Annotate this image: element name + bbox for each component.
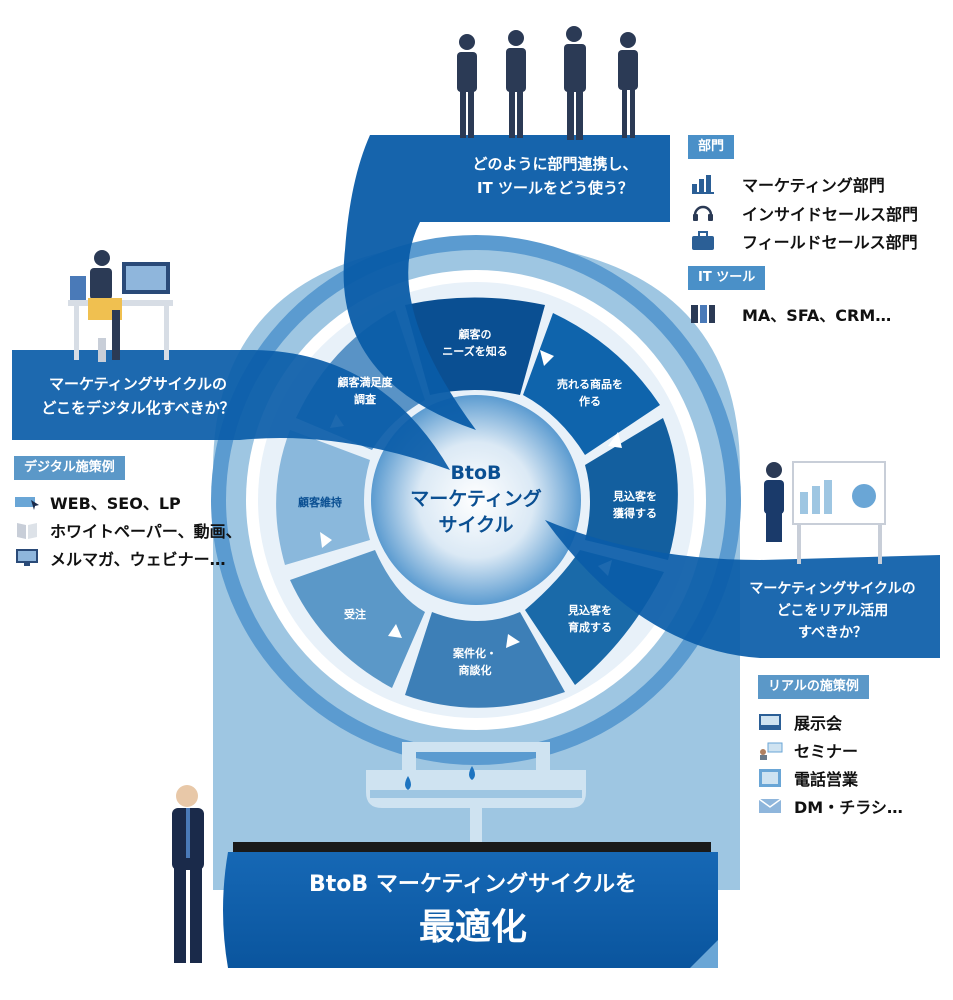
person-board-illustration [764, 461, 886, 564]
digital-item-newsletter: メルマガ、ウェビナー… [14, 546, 226, 570]
question-right: マーケティングサイクルの どこをリアル活用 すべきか？ [725, 578, 940, 644]
left-ribbon [12, 350, 450, 470]
question-right-line-1: マーケティングサイクルの [749, 581, 916, 597]
department-label-marketing: マーケティング部門 [742, 176, 885, 195]
drip-tray [366, 742, 586, 847]
real-label-dm: DM・チラシ… [794, 798, 903, 817]
segment-deal-shape [405, 612, 565, 708]
digital-item-web: WEB、SEO、LP [14, 490, 181, 514]
segment-order-shape [290, 550, 425, 688]
headset-icon [693, 205, 713, 221]
real-item-dm: DM・チラシ… [758, 794, 903, 818]
department-label-field-sales: フィールドセールス部門 [742, 233, 918, 252]
it-tools-tag: IT ツール [688, 266, 766, 290]
banner-text: BtoB マーケティングサイクルを 最適化 [228, 870, 718, 952]
bar-chart-icon [692, 175, 714, 194]
real-item-exhibition: 展示会 [758, 710, 842, 734]
arrow-2 [608, 432, 622, 448]
segment-needs-shape [405, 297, 545, 395]
arrow-4 [506, 634, 520, 648]
segment-acquire-line-2: 獲得する [613, 507, 657, 520]
real-label-exhibition: 展示会 [794, 714, 843, 733]
question-top: どのように部門連携し、 IT ツールをどう使う？ [440, 152, 670, 200]
banner-line-1: BtoB マーケティングサイクルを [309, 872, 637, 897]
segment-retain-line-1: 顧客維持 [298, 496, 342, 509]
segment-needs: 顧客の ニーズを知る [425, 326, 525, 360]
digital-item-whitepaper: ホワイトペーパー、動画、 [14, 518, 242, 542]
center-line-3: サイクル [438, 514, 514, 536]
flow-ribbons [12, 135, 940, 658]
arrow-6 [320, 532, 332, 548]
top-ribbon [343, 135, 670, 430]
digital-label-web: WEB、SEO、LP [50, 494, 181, 513]
server-rack-icon [691, 305, 715, 323]
departments-tag: 部門 [688, 135, 735, 159]
real-label-seminar: セミナー [794, 742, 859, 761]
person-desk-illustration [68, 250, 173, 362]
banner-line-2: 最適化 [418, 907, 527, 948]
question-top-line-2: IT ツールをどう使う？ [476, 179, 634, 197]
segment-survey-line-2: 調査 [354, 393, 376, 406]
segment-product-shape [523, 313, 660, 455]
monitor-icon [16, 549, 38, 566]
question-left: マーケティングサイクルの どこをデジタル化すべきか？ [18, 372, 258, 420]
person-bottom-illustration [172, 785, 204, 963]
department-item-inside-sales: インサイドセールス部門 [690, 201, 918, 225]
digital-label-whitepaper: ホワイトペーパー、動画、 [50, 522, 242, 541]
department-label-inside-sales: インサイドセールス部門 [742, 205, 919, 224]
question-right-line-3: すべきか？ [797, 625, 868, 641]
segment-acquire-line-1: 見込客を [613, 490, 657, 503]
briefcase-icon [692, 231, 714, 250]
question-left-line-2: どこをデジタル化すべきか？ [41, 399, 235, 417]
segment-retain-shape [276, 430, 370, 565]
center-line-1: BtoB [450, 462, 502, 484]
it-tools-item: MA、SFA、CRM… [690, 302, 891, 326]
seminar-icon [760, 742, 783, 760]
phone-icon [759, 769, 781, 787]
web-cursor-icon [15, 497, 39, 510]
question-right-line-2: どこをリアル活用 [776, 603, 889, 619]
book-icon [17, 523, 37, 539]
department-item-field-sales: フィールドセールス部門 [690, 229, 918, 253]
segment-needs-line-2: ニーズを知る [442, 345, 508, 358]
people-top-illustration [457, 26, 638, 140]
segment-order: 受注 [320, 606, 390, 623]
real-item-seminar: セミナー [758, 738, 858, 762]
real-item-phone: 電話営業 [758, 766, 858, 790]
digital-tag: デジタル施策例 [14, 456, 125, 480]
segment-nurture: 見込客を 育成する [545, 602, 635, 636]
segment-nurture-line-2: 育成する [568, 621, 612, 634]
segment-retain: 顧客維持 [280, 494, 360, 511]
real-label-phone: 電話営業 [794, 770, 859, 789]
arrow-1 [540, 350, 554, 366]
bottom-banner [223, 842, 718, 968]
segment-product-line-2: 作る [579, 395, 601, 408]
center-line-2: マーケティング [410, 488, 542, 510]
arrow-5 [388, 624, 402, 638]
it-tools-label: MA、SFA、CRM… [742, 306, 892, 325]
segment-acquire: 見込客を 獲得する [590, 488, 680, 522]
question-top-line-1: どのように部門連携し、 [472, 155, 638, 173]
segment-survey: 顧客満足度 調査 [325, 374, 405, 408]
segment-survey-line-1: 顧客満足度 [337, 376, 393, 389]
right-ribbon [545, 520, 940, 658]
segment-needs-line-1: 顧客の [458, 328, 492, 341]
segment-deal-line-2: 商談化 [458, 664, 492, 677]
segment-nurture-line-1: 見込客を [568, 604, 612, 617]
segment-deal: 案件化・ 商談化 [430, 645, 520, 679]
segment-order-line-1: 受注 [344, 608, 366, 621]
exhibition-icon [759, 714, 781, 730]
segment-acquire-shape [585, 418, 678, 560]
question-left-line-1: マーケティングサイクルの [48, 375, 228, 393]
segment-product-line-1: 売れる商品を [557, 378, 623, 391]
real-tag: リアルの施策例 [758, 675, 869, 699]
digital-label-newsletter: メルマガ、ウェビナー… [50, 550, 226, 569]
segment-product: 売れる商品を 作る [540, 376, 640, 410]
department-item-marketing: マーケティング部門 [690, 172, 885, 196]
segment-deal-line-1: 案件化・ [453, 647, 497, 660]
envelope-icon [758, 798, 782, 813]
center-label: BtoB マーケティング サイクル [396, 460, 556, 538]
